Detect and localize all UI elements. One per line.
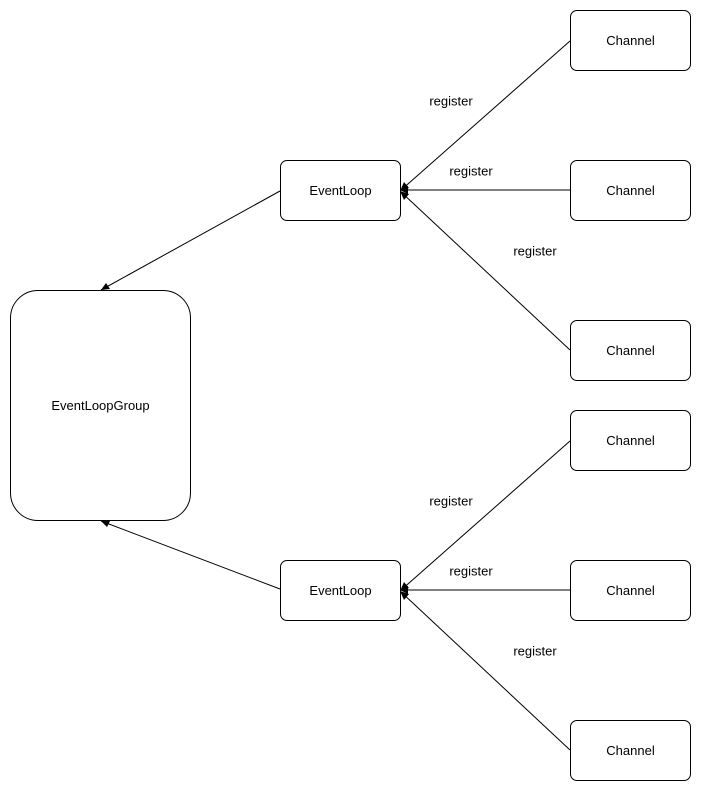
edge-channel-3-to-eventloop-1 bbox=[399, 190, 571, 351]
edge-label-register: register bbox=[429, 93, 473, 109]
eventloopgroup-label: EventLoopGroup bbox=[51, 398, 150, 413]
channel-node-4[interactable]: Channel bbox=[570, 410, 691, 471]
channel-label: Channel bbox=[606, 343, 655, 358]
arrowhead-icon bbox=[400, 586, 408, 594]
channel-node-1[interactable]: Channel bbox=[570, 10, 691, 71]
channel-label: Channel bbox=[606, 33, 655, 48]
edge-label-register: register bbox=[513, 643, 557, 659]
edge-channel-6-to-eventloop-2 bbox=[399, 590, 571, 751]
eventloop-label: EventLoop bbox=[309, 583, 372, 598]
channel-node-5[interactable]: Channel bbox=[570, 560, 691, 621]
edge-channel-2-to-eventloop-1 bbox=[400, 186, 570, 194]
channel-label: Channel bbox=[606, 183, 655, 198]
arrowhead-icon bbox=[101, 521, 110, 527]
edge-label-register: register bbox=[449, 563, 493, 579]
channel-label: Channel bbox=[606, 583, 655, 598]
arrowhead-icon bbox=[400, 591, 409, 600]
eventloop-label: EventLoop bbox=[309, 183, 372, 198]
arrowhead-icon bbox=[400, 186, 408, 194]
channel-label: Channel bbox=[606, 743, 655, 758]
edge-label-register: register bbox=[449, 163, 493, 179]
channel-node-6[interactable]: Channel bbox=[570, 720, 691, 781]
arrowhead-icon bbox=[400, 191, 409, 200]
eventloopgroup-node[interactable]: EventLoopGroup bbox=[10, 290, 191, 521]
edge-channel-5-to-eventloop-2 bbox=[400, 586, 570, 594]
channel-node-2[interactable]: Channel bbox=[570, 160, 691, 221]
edge-eventloop-1-to-group bbox=[100, 190, 281, 291]
eventloop-node-1[interactable]: EventLoop bbox=[280, 160, 401, 221]
edge-label-register: register bbox=[429, 493, 473, 509]
eventloop-node-2[interactable]: EventLoop bbox=[280, 560, 401, 621]
channel-node-3[interactable]: Channel bbox=[570, 320, 691, 381]
edge-eventloop-2-to-group bbox=[100, 520, 281, 590]
arrowhead-icon bbox=[101, 283, 110, 290]
channel-label: Channel bbox=[606, 433, 655, 448]
edge-label-register: register bbox=[513, 243, 557, 259]
